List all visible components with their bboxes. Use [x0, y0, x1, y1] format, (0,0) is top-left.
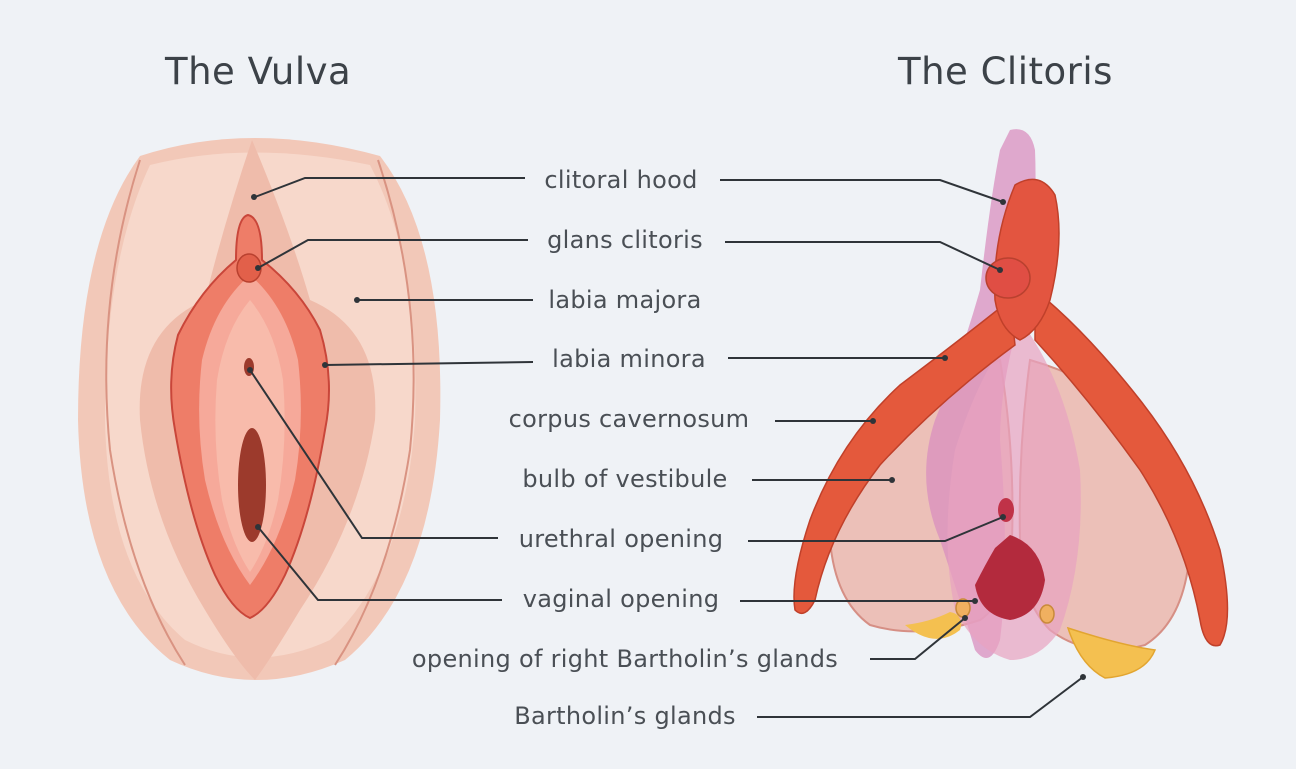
label-urethral-opening: urethral opening [518, 525, 724, 553]
bartholin-opening-right [1039, 604, 1055, 624]
leader-dots [247, 194, 1086, 680]
label-clitoral-hood: clitoral hood [544, 166, 698, 194]
label-opening-bartholins: opening of right Bartholin’s glands [411, 645, 839, 673]
right-corpus-cavernosum [1034, 288, 1229, 647]
vulva-title: The Vulva [165, 50, 352, 93]
dot-glans-right [997, 267, 1003, 273]
label-labia-majora: labia majora [548, 286, 702, 314]
leader-bartholins-glands [757, 676, 1084, 718]
dot-vaginal-left [255, 524, 261, 530]
leader-glans-left [257, 239, 528, 269]
clitoris-glans [985, 257, 1031, 299]
dot-labia-minora-right [942, 355, 948, 361]
leader-urethral-left [249, 369, 498, 539]
dot-vaginal-right [972, 598, 978, 604]
outer-crease-right [334, 159, 415, 666]
label-glans-clitoris: glans clitoris [547, 226, 703, 254]
vulva-vaginal-opening [238, 428, 266, 542]
clitoris-title: The Clitoris [898, 50, 1113, 93]
left-corpus-cavernosum [793, 298, 1016, 615]
dot-hood-left [251, 194, 257, 200]
leader-clitoral-hood-left [254, 177, 525, 198]
dot-bartholins [1080, 674, 1086, 680]
dot-bartholin-opening [962, 615, 968, 621]
label-bartholins-glands: Bartholin’s glands [514, 702, 736, 730]
dot-labia-minora-left [322, 362, 328, 368]
clitoris-vaginal-opening [975, 535, 1045, 620]
leader-bartholin-opening [870, 617, 966, 660]
dot-corpus [870, 418, 876, 424]
dot-urethral-left [247, 367, 253, 373]
dot-bulb [889, 477, 895, 483]
leader-urethral-right [748, 516, 1004, 542]
label-labia-minora: labia minora [552, 345, 706, 373]
dot-urethral-right [1000, 514, 1006, 520]
bartholins-gland-right [1066, 626, 1157, 679]
dot-glans-left [255, 265, 261, 271]
outer-crease-left [105, 159, 186, 666]
leader-glans-right [725, 241, 1001, 271]
leader-lines [249, 177, 1084, 718]
leader-clitoral-hood-right [720, 179, 1004, 203]
leader-labia-minora-left [324, 361, 534, 366]
label-corpus-cavernosum: corpus cavernosum [508, 405, 750, 433]
leader-vaginal-left [257, 526, 502, 601]
dot-hood-right [1000, 199, 1006, 205]
dot-labia-majora [354, 297, 360, 303]
clitoris-illustration [793, 129, 1229, 679]
label-bulb-of-vestibule: bulb of vestibule [522, 465, 728, 493]
vulva-illustration [78, 138, 441, 680]
label-vaginal-opening: vaginal opening [522, 585, 720, 613]
